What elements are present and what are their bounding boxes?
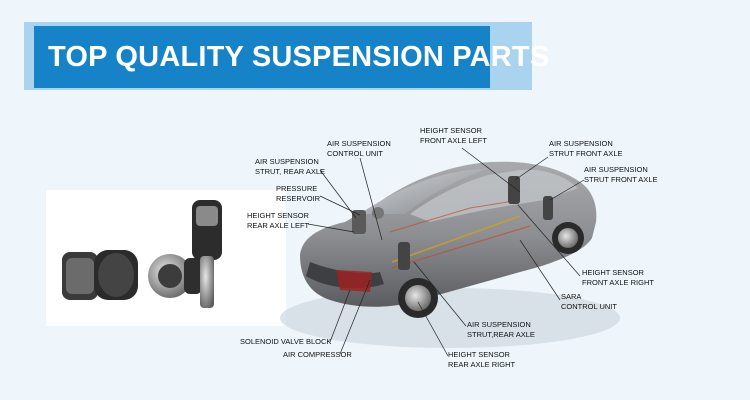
label-height-sensor-front-left: HEIGHT SENSOR FRONT AXLE LEFT — [420, 126, 487, 145]
car-illustration — [280, 161, 620, 348]
air-bag-part — [62, 250, 138, 300]
label-air-suspension-strut-front-axle-1: AIR SUSPENSION STRUT FRONT AXLE — [549, 139, 623, 158]
air-spring-part — [148, 254, 202, 298]
label-air-suspension-strut-rear-axle-right: AIR SUSPENSION STRUT,REAR AXLE — [467, 320, 535, 339]
air-strut-part — [192, 200, 222, 308]
label-air-suspension-strut-front-axle-2: AIR SUSPENSION STRUT FRONT AXLE — [584, 165, 658, 184]
banner-title: TOP QUALITY SUSPENSION PARTS — [48, 40, 550, 73]
label-height-sensor-rear-right: HEIGHT SENSOR REAR AXLE RIGHT — [448, 350, 516, 369]
label-air-compressor: AIR COMPRESSOR — [283, 350, 352, 359]
label-pressure-reservoir: PRESSURE RESERVOIR — [276, 184, 321, 203]
label-height-sensor-front-right: HEIGHT SENSOR FRONT AXLE RIGHT — [582, 268, 654, 287]
label-air-suspension-strut-rear-axle-left: AIR SUSPENSION STRUT, REAR AXLE — [255, 157, 326, 176]
label-air-suspension-control-unit: AIR SUSPENSION CONTROL UNIT — [327, 139, 391, 158]
label-height-sensor-rear-left: HEIGHT SENSOR REAR AXLE LEFT — [247, 211, 310, 230]
leader-lines — [307, 147, 585, 357]
label-sara-control-unit: SARA CONTROL UNIT — [561, 292, 617, 311]
label-solenoid-valve-block: SOLENOID VALVE BLOCK — [240, 337, 332, 346]
title-banner: TOP QUALITY SUSPENSION PARTS — [34, 26, 549, 88]
